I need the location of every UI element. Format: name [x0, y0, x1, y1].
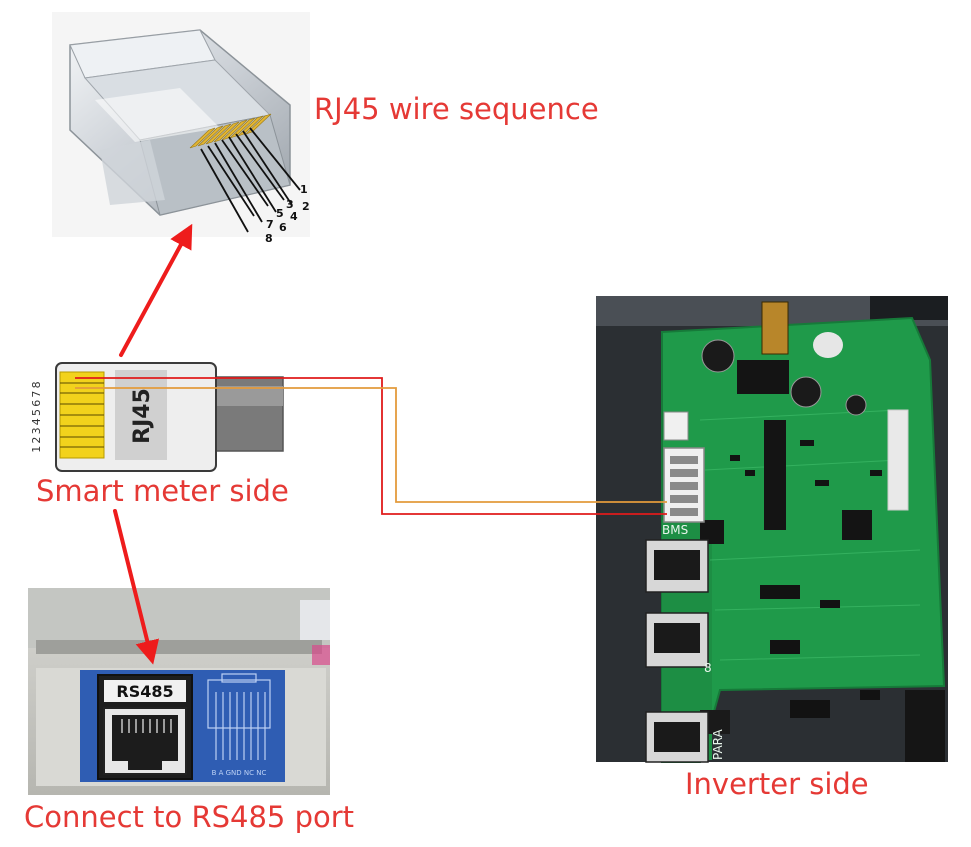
caption-inverter-side: Inverter side [685, 767, 869, 801]
meter-plug-label: RJ45 [130, 388, 155, 444]
pin-number: 7 [266, 218, 274, 231]
rs485-pinout-text: B A GND NC NC [212, 769, 267, 777]
board-label-para: PARA [711, 728, 725, 760]
gold-contacts [189, 113, 272, 149]
meter-rj45-plug: RJ45 12345678 [30, 362, 284, 472]
meter-plug-contacts [59, 371, 105, 459]
arrow-to-wire-sequence [119, 223, 193, 357]
pin-number: 6 [279, 221, 287, 234]
wire-orange [75, 387, 667, 503]
caption-connect-rs485: Connect to RS485 port [24, 800, 355, 834]
plug-wires [200, 127, 301, 233]
wire-red [75, 377, 667, 515]
plug-pin-numbers: 1 2 3 4 5 6 7 8 [265, 183, 310, 245]
pin-number: 5 [276, 207, 284, 220]
board-label-8: 8 [704, 661, 712, 675]
arrow-to-rs485-port [113, 509, 160, 665]
rs485-label: RS485 [116, 682, 173, 701]
pin-number: 3 [286, 198, 294, 211]
pin-number: 8 [265, 232, 273, 245]
caption-smart-meter-side: Smart meter side [36, 474, 289, 508]
connection-wires [75, 377, 667, 515]
inverter-board-photo: BMS 8 PARA [596, 296, 948, 763]
board-label-bms: BMS [662, 523, 688, 537]
pin-number: 4 [290, 210, 298, 223]
meter-pin-sequence: 12345678 [30, 379, 43, 453]
rs485-port-photo: RS485 B A GND NC NC [28, 588, 330, 795]
rj45-plug-photo: 1 2 3 4 5 6 7 8 [52, 12, 310, 245]
rs485-pinout-diagram [207, 673, 271, 760]
inverter-rj45-jacks [645, 539, 709, 763]
pin-number: 2 [302, 200, 310, 213]
caption-rj45-wire-sequence: RJ45 wire sequence [314, 92, 599, 126]
arrows [113, 223, 193, 665]
pin-number: 1 [300, 183, 308, 196]
